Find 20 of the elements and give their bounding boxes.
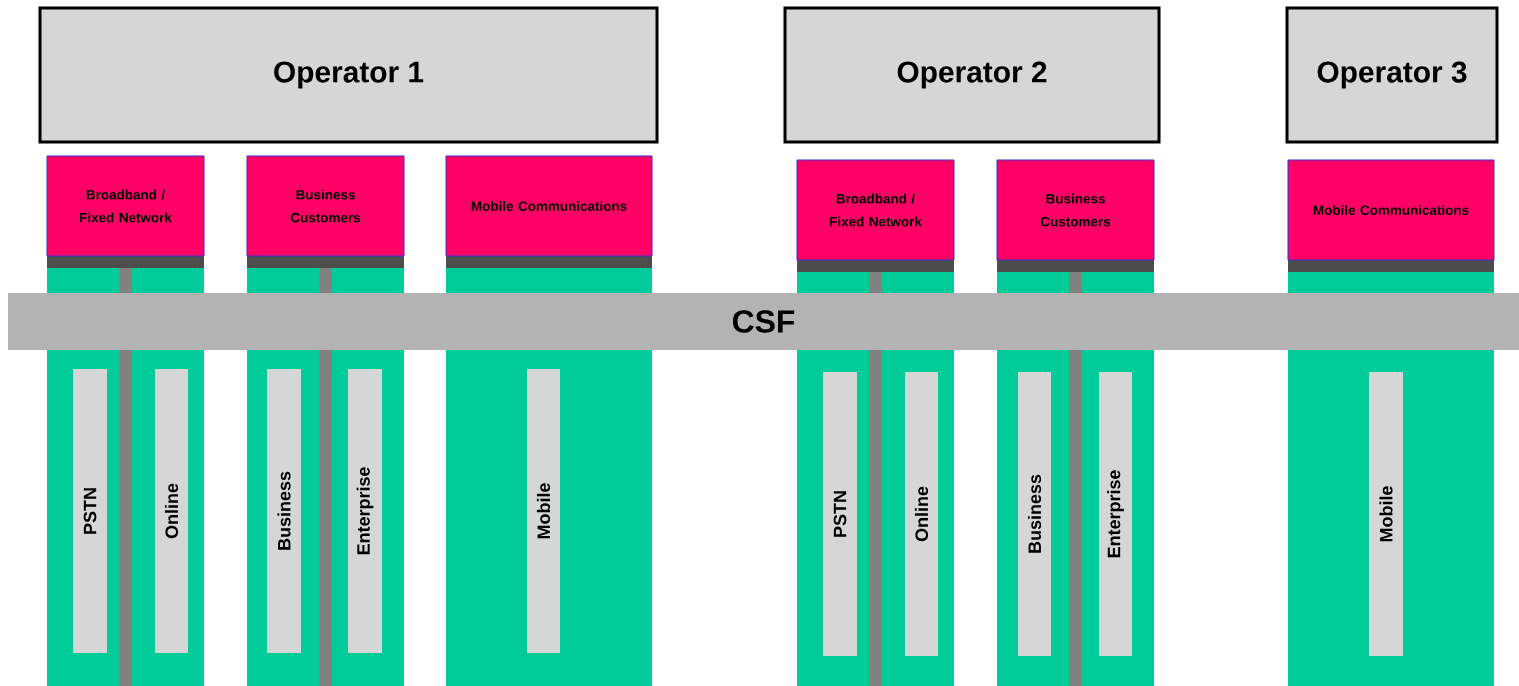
service-bar: Mobile: [527, 369, 560, 653]
service-bar: Enterprise: [1099, 372, 1132, 656]
service-bar: Mobile: [1369, 372, 1403, 656]
service-bar: Online: [155, 369, 188, 653]
segment-box: Mobile Communications: [1287, 159, 1495, 261]
service-bar: Business: [267, 369, 301, 653]
operator-box: Operator 1: [38, 6, 659, 144]
csf-band: CSF: [8, 293, 1519, 350]
service-bar: Business: [1018, 372, 1051, 656]
segment-box: Broadband / Fixed Network: [46, 155, 205, 257]
operator-box: Operator 2: [783, 6, 1161, 144]
segment-box: Business Customers: [996, 159, 1155, 261]
operator-box: Operator 3: [1285, 6, 1499, 144]
service-bar: Enterprise: [348, 369, 382, 653]
service-bar: PSTN: [823, 372, 857, 656]
segment-box: Broadband / Fixed Network: [796, 159, 955, 261]
service-bar: PSTN: [73, 369, 107, 653]
segment-box: Mobile Communications: [445, 155, 653, 257]
segment-box: Business Customers: [246, 155, 405, 257]
service-bar: Online: [905, 372, 938, 656]
